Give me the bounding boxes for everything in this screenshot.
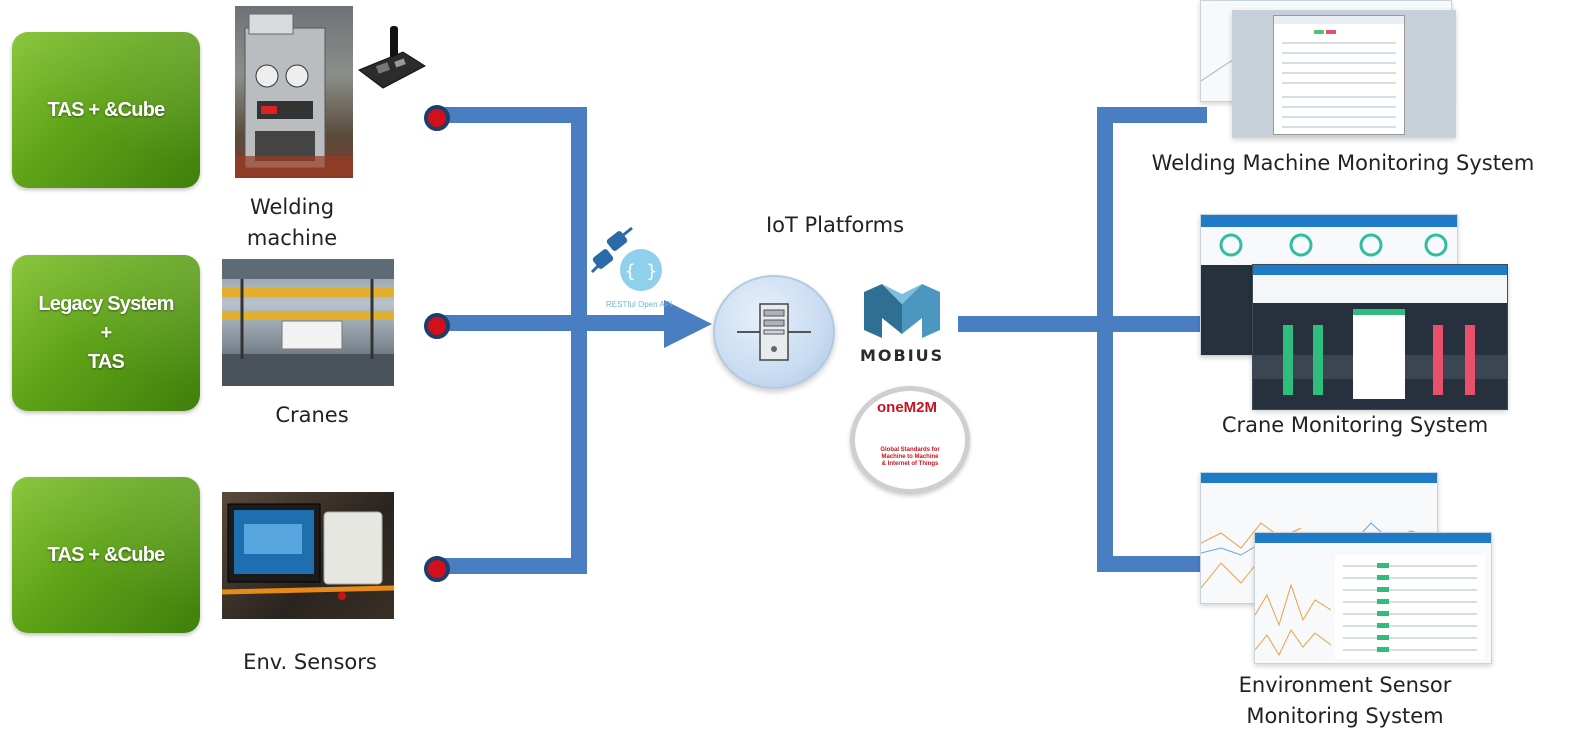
env-sensors-photo — [222, 492, 394, 619]
env-system-screen — [1254, 532, 1492, 664]
source-box-welding: TAS + &Cube — [12, 32, 200, 188]
api-label: RESTful Open API — [606, 300, 673, 309]
pipe-welding-horizontal — [432, 107, 587, 123]
pipe-cranes-horizontal — [432, 315, 672, 331]
source-box-sensors: TAS + &Cube — [12, 477, 200, 633]
pipe-left-bus — [571, 107, 587, 574]
system-caption-env: Environment Sensor Monitoring System — [1238, 673, 1452, 728]
server-icon — [737, 303, 811, 361]
arrow-head — [664, 300, 712, 348]
source-caption-welding: Welding machine — [246, 195, 338, 250]
mobius-label: MOBIUS — [860, 346, 945, 365]
source-box-label: Legacy System + TAS — [38, 292, 174, 373]
source-caption-sensors: Env. Sensors — [243, 650, 377, 674]
pipe-sensors-horizontal — [432, 558, 587, 574]
source-box-cranes: Legacy System + TAS — [12, 255, 200, 411]
server-node — [713, 275, 835, 389]
mobius-logo-icon — [864, 284, 940, 338]
connector-dot-cranes — [424, 313, 450, 339]
crane-system-screen — [1252, 264, 1508, 410]
system-caption-welding: Welding Machine Monitoring System — [1151, 151, 1535, 175]
pipe-to-env-system — [1097, 556, 1207, 572]
connector-dot-sensors — [424, 556, 450, 582]
source-caption-cranes: Cranes — [275, 403, 349, 427]
welding-system-screen — [1232, 10, 1456, 138]
source-box-label: TAS + &Cube — [47, 543, 166, 566]
welding-machine-illustration — [235, 13, 353, 178]
welding-machine-photo — [235, 6, 353, 178]
pipe-platform-out — [958, 316, 1113, 332]
svg-text:{ }: { } — [625, 261, 658, 282]
connector-dot-welding — [424, 105, 450, 131]
onem2m-name: oneM2M — [877, 399, 937, 416]
onem2m-tagline: Global Standards for Machine to Machine … — [880, 447, 940, 467]
system-caption-crane: Crane Monitoring System — [1221, 413, 1489, 437]
source-box-label: TAS + &Cube — [47, 98, 166, 121]
onem2m-logo: oneM2M Global Standards for Machine to M… — [850, 386, 970, 494]
platform-title: IoT Platforms — [765, 213, 905, 237]
pipe-to-crane-system — [1097, 316, 1207, 332]
pipe-to-welding-system — [1097, 107, 1207, 123]
cranes-photo — [222, 259, 394, 386]
iot-board-image — [355, 24, 427, 94]
plug-api-icon: { } — [590, 226, 662, 291]
pipe-right-bus — [1097, 107, 1113, 572]
